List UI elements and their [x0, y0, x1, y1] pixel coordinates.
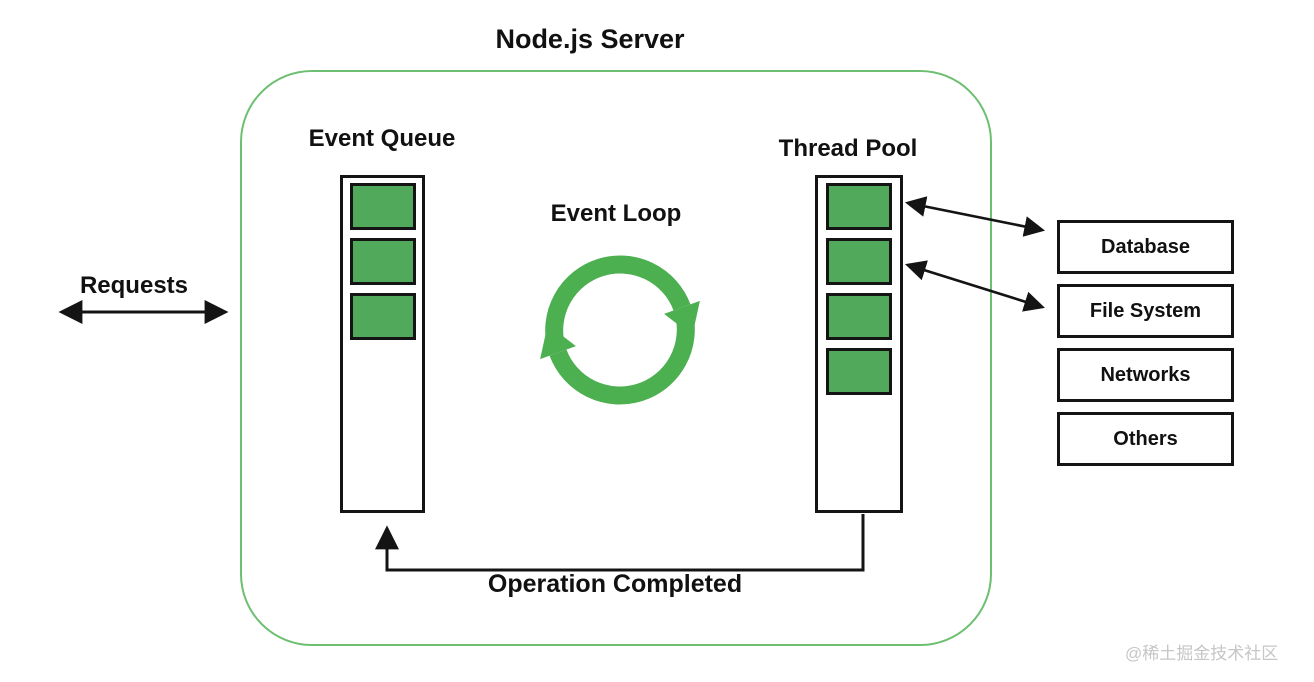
resource-box-file-system: File System	[1057, 284, 1234, 338]
thread-task-block	[826, 183, 892, 230]
requests-label: Requests	[79, 272, 189, 299]
resource-box-database: Database	[1057, 220, 1234, 274]
thread-task-block	[826, 348, 892, 395]
thread-task-block	[826, 293, 892, 340]
circular-arrows-icon	[540, 255, 700, 405]
event-queue-label: Event Queue	[308, 125, 456, 152]
diagram-title: Node.js Server	[495, 24, 685, 54]
thread-task-block	[826, 238, 892, 285]
event-loop-label: Event Loop	[550, 200, 682, 227]
resource-box-others: Others	[1057, 412, 1234, 466]
event-queue-column	[340, 175, 425, 513]
operation-completed-label: Operation Completed	[487, 570, 743, 598]
server-container-outline	[240, 70, 992, 646]
thread-pool-column	[815, 175, 903, 513]
queue-task-block	[349, 293, 416, 340]
queue-task-block	[349, 183, 416, 230]
thread-pool-label: Thread Pool	[778, 135, 918, 162]
resource-box-networks: Networks	[1057, 348, 1234, 402]
watermark-text: @稀土掘金技术社区	[1125, 644, 1279, 663]
queue-task-block	[349, 238, 416, 285]
